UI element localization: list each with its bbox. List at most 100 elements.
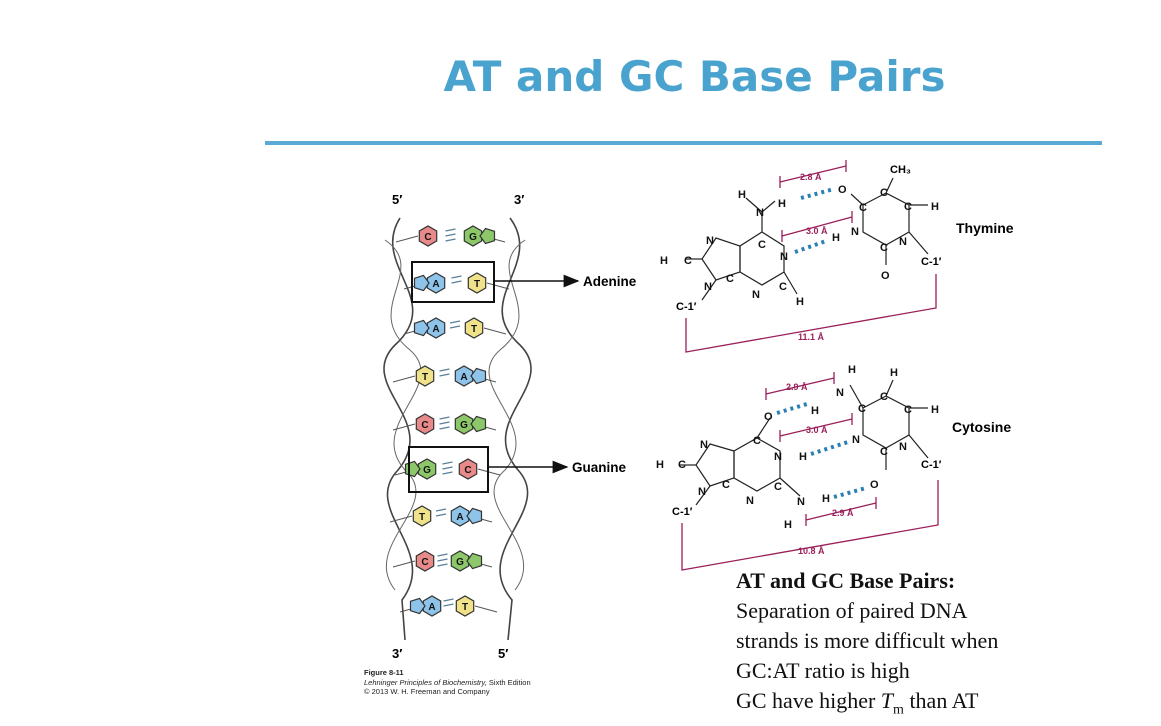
helix-hbond-tick [439, 373, 450, 377]
helix-base-T: T [455, 595, 475, 617]
base-letter: A [456, 512, 463, 523]
svg-text:N: N [774, 451, 782, 463]
caption-text: AT and GC Base Pairs: Separation of pair… [736, 566, 998, 725]
highlight-box-gc [408, 446, 489, 493]
figure-number: Figure 8-11 [364, 668, 404, 677]
gc-c1-right: C-1′ [921, 459, 942, 471]
svg-text:H: H [822, 493, 830, 505]
at-pair-structure [686, 177, 929, 301]
helix-hbond-tick [437, 558, 448, 562]
sugar-link [392, 375, 416, 383]
thymine-label: Thymine [956, 220, 1014, 236]
cytosine-label: Cytosine [952, 419, 1011, 435]
svg-text:N: N [704, 281, 712, 293]
helix-bottom-left: 3′ [392, 646, 402, 661]
helix-base-G: G [454, 413, 487, 435]
helix-top-right: 3′ [514, 192, 524, 207]
sugar-link [395, 235, 419, 243]
caption-line-1: Separation of paired DNA [736, 598, 968, 623]
caption-line-2: strands is more difficult when [736, 628, 999, 653]
helix-hbond-tick [439, 421, 450, 425]
svg-text:C: C [774, 481, 782, 493]
at-span-label: 11.1 Å [798, 332, 825, 342]
figure-book: Lehninger Principles of Biochemistry, [364, 677, 487, 687]
helix-hbond-tick [437, 563, 448, 567]
base-letter: A [428, 602, 435, 613]
at-bond2-label: 3.0 Å [806, 226, 828, 236]
svg-text:C: C [880, 242, 888, 254]
pointer-label-adenine: Adenine [583, 274, 637, 289]
sugar-link [483, 327, 507, 335]
helix-base-A: A [413, 272, 446, 294]
base-letter: G [456, 557, 464, 568]
helix-base-A: A [454, 365, 487, 387]
helix-hbond-tick [443, 603, 454, 607]
caption-tm-symbol: T [880, 688, 894, 713]
svg-text:H: H [848, 364, 856, 376]
sugar-link [392, 423, 416, 431]
base-letter: C [421, 420, 428, 431]
base-letter: C [421, 557, 428, 568]
helix-base-A: A [450, 505, 483, 527]
helix-hbond-tick [442, 461, 453, 465]
at-hydrogen-bonds [794, 187, 835, 254]
svg-text:C: C [880, 187, 888, 199]
helix-base-T: T [467, 272, 487, 294]
base-letter: T [474, 279, 480, 290]
figure-edition: Sixth Edition [486, 677, 531, 687]
gc-span-label: 10.8 Å [798, 546, 825, 556]
svg-text:H: H [796, 296, 804, 308]
svg-text:N: N [852, 434, 860, 446]
helix-base-C: C [415, 550, 435, 572]
svg-text:N: N [756, 207, 764, 219]
base-letter: T [462, 602, 468, 613]
gc-c1-left: C-1′ [672, 506, 693, 518]
svg-text:H: H [778, 198, 786, 210]
svg-text:N: N [899, 441, 907, 453]
helix-hbond-tick [439, 416, 450, 420]
helix-hbond-tick [435, 513, 447, 517]
svg-text:H: H [890, 367, 898, 379]
guanine-purine-five-ring [695, 443, 735, 487]
caption-line-4: GC have higher Tm than AT [736, 686, 998, 725]
caption-heading: AT and GC Base Pairs: [736, 568, 956, 593]
helix-base-A: A [413, 317, 446, 339]
svg-text:C: C [684, 255, 692, 267]
backbone-right-2 [488, 239, 526, 591]
caption-line-4-end: than AT [903, 688, 979, 713]
base-letter: G [423, 465, 431, 476]
at-c1-right: C-1′ [921, 256, 942, 268]
caption-line-3: GC:AT ratio is high [736, 658, 910, 683]
helix-hbond-tick [442, 466, 453, 470]
base-letter: A [432, 324, 439, 335]
base-letter: T [419, 512, 425, 523]
gc-pair-atom-labels: O C N H N H C N C N C N H H H N H C N C … [656, 364, 939, 531]
helix-hbond-tick [445, 238, 456, 242]
svg-text:H: H [799, 451, 807, 463]
svg-text:N: N [851, 226, 859, 238]
caption-tm-subscript: m [893, 702, 904, 718]
sugar-link [389, 515, 413, 523]
figure-credit: Figure 8-11 Lehninger Principles of Bioc… [364, 668, 531, 697]
backbone-left-2 [384, 239, 422, 591]
svg-text:H: H [931, 404, 939, 416]
helix-base-T: T [412, 505, 432, 527]
figure-copyright: © 2013 W. H. Freeman and Company [364, 687, 490, 696]
svg-text:C: C [726, 273, 734, 285]
helix-base-A: A [409, 595, 442, 617]
svg-text:H: H [811, 405, 819, 417]
helix-hbond-tick [449, 325, 461, 329]
svg-text:H: H [660, 255, 668, 267]
at-bond1-label: 2.8 Å [800, 172, 822, 182]
helix-hbond-tick [442, 471, 453, 475]
sugar-link [486, 282, 510, 290]
highlight-box-at [411, 261, 495, 303]
base-letter: T [471, 324, 477, 335]
at-pair-atom-labels: H N H C N N H C N C N C H O C N H C O N … [660, 184, 939, 308]
helix-base-C: C [415, 413, 435, 435]
base-letter: A [460, 372, 467, 383]
base-letter: T [422, 372, 428, 383]
helix-hbond-tick [435, 508, 447, 512]
svg-text:H: H [931, 201, 939, 213]
helix-base-T: T [415, 365, 435, 387]
